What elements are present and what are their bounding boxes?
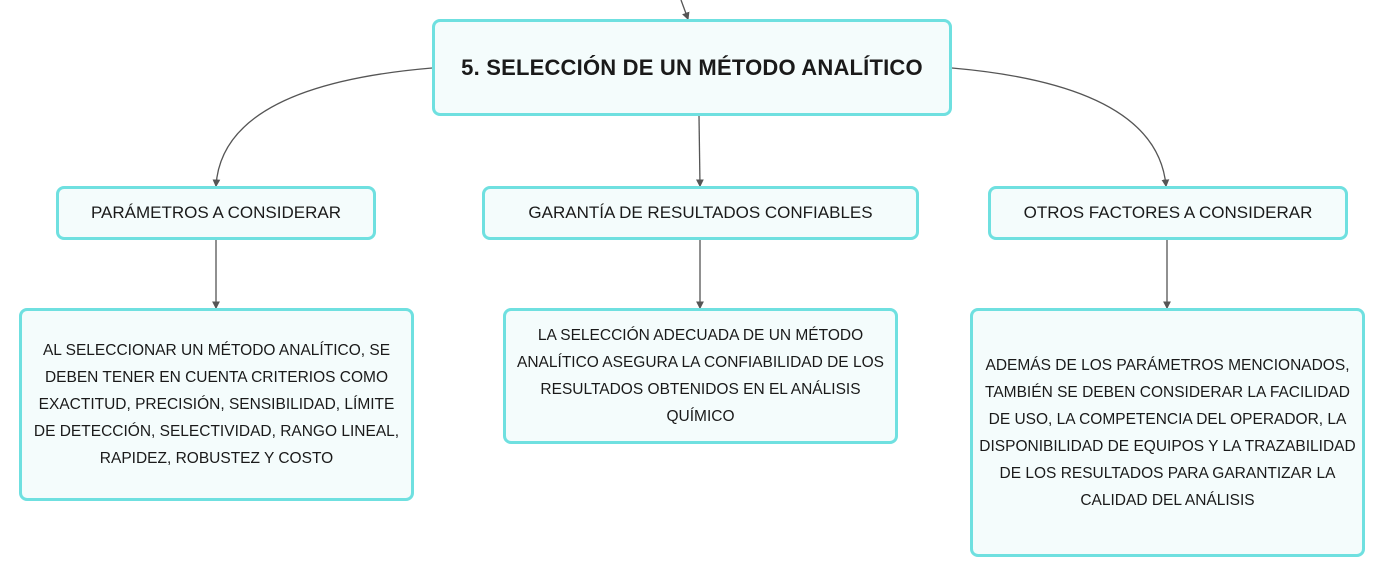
detail-node-otros-factores[interactable]: ADEMÁS DE LOS PARÁMETROS MENCIONADOS, TA…: [970, 308, 1365, 557]
detail-node-text: ADEMÁS DE LOS PARÁMETROS MENCIONADOS, TA…: [979, 356, 1356, 509]
root-node[interactable]: 5. SELECCIÓN DE UN MÉTODO ANALÍTICO: [432, 19, 952, 116]
branch-node-garantia[interactable]: GARANTÍA DE RESULTADOS CONFIABLES: [482, 186, 919, 240]
detail-node-text: AL SELECCIONAR UN MÉTODO ANALÍTICO, SE D…: [33, 342, 400, 467]
connector-root-to-branch-3: [951, 67, 1170, 188]
connector-parent-to-root: [680, 0, 690, 21]
detail-node-parametros[interactable]: AL SELECCIONAR UN MÉTODO ANALÍTICO, SE D…: [19, 308, 414, 501]
detail-node-garantia[interactable]: LA SELECCIÓN ADECUADA DE UN MÉTODO ANALÍ…: [503, 308, 898, 444]
branch-node-parametros[interactable]: PARÁMETROS A CONSIDERAR: [56, 186, 376, 240]
connector-root-to-branch-1: [212, 67, 433, 188]
detail-node-text: LA SELECCIÓN ADECUADA DE UN MÉTODO ANALÍ…: [517, 327, 884, 425]
branch-node-label: GARANTÍA DE RESULTADOS CONFIABLES: [528, 203, 873, 222]
branch-node-label: PARÁMETROS A CONSIDERAR: [90, 203, 341, 222]
branch-node-label: OTROS FACTORES A CONSIDERAR: [1023, 203, 1313, 222]
branch-node-otros-factores[interactable]: OTROS FACTORES A CONSIDERAR: [988, 186, 1348, 240]
root-node-label: 5. SELECCIÓN DE UN MÉTODO ANALÍTICO: [461, 54, 923, 80]
connector-root-to-branch-2: [696, 115, 704, 188]
